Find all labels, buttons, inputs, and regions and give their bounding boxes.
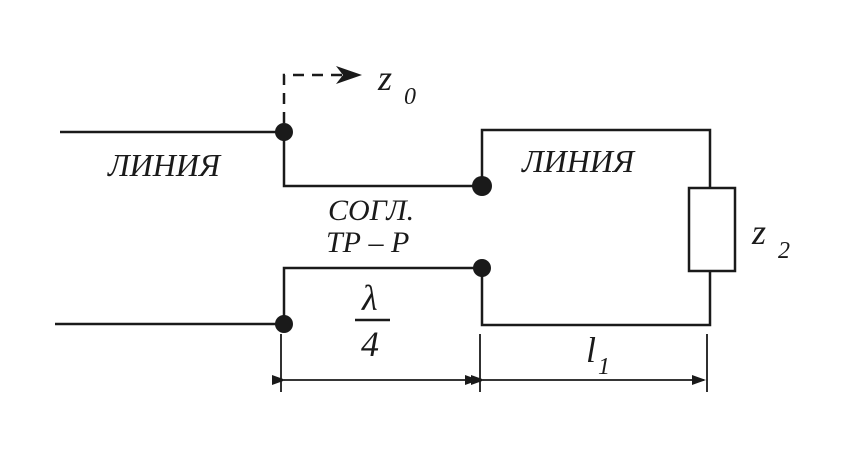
label-z0-main: z [377, 58, 392, 98]
z0-arrowhead-icon [336, 66, 362, 84]
label-transformer-1: СОГЛ. [328, 194, 414, 227]
right-line-top-wire [480, 128, 712, 188]
label-l1-main: l [586, 330, 596, 370]
node-left-top [275, 123, 293, 141]
z0-dashed-line [282, 73, 348, 123]
label-right-line: ЛИНИЯ [521, 143, 636, 179]
label-z2-sub: 2 [778, 238, 790, 264]
label-four: 4 [361, 324, 379, 364]
label-z2-main: z [751, 212, 766, 252]
label-lambda: λ [361, 278, 378, 318]
label-left-line: ЛИНИЯ [107, 147, 222, 183]
node-left-bottom [275, 315, 293, 333]
label-transformer-2: ТР – Р [326, 226, 409, 259]
node-right-top [472, 176, 492, 196]
label-l1-sub: 1 [598, 354, 610, 380]
right-line-bottom-wire [480, 268, 712, 327]
label-z0-sub: 0 [404, 84, 416, 110]
node-right-bottom [473, 259, 491, 277]
transformer-bottom-wire [282, 266, 482, 324]
load-resistor-z2 [687, 186, 737, 273]
transformer-top-wire [282, 132, 482, 188]
